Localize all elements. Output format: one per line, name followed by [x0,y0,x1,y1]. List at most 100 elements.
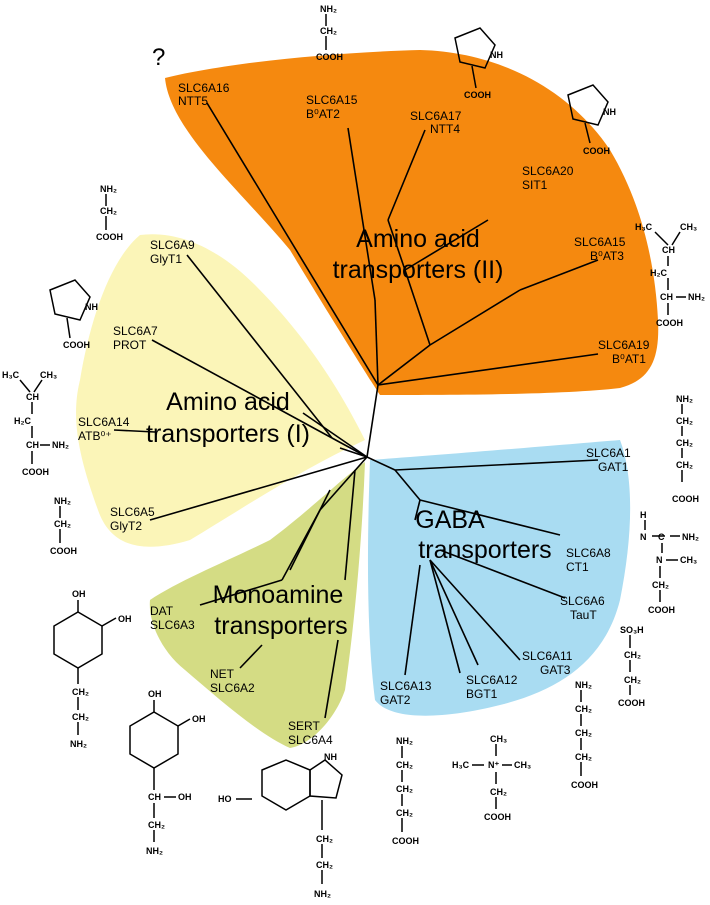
leaf-slc6a13-gene: SLC6A13 [380,679,432,693]
mono-title-line2: transporters [214,612,347,640]
svg-text:COOH: COOH [392,836,419,846]
leaf-slc6a13-alias: GAT2 [380,693,411,707]
svg-text:CH₂: CH₂ [490,787,507,797]
svg-text:CH₂: CH₂ [316,834,333,844]
svg-text:H₃C: H₃C [2,370,20,380]
leaf-slc6a15a-gene: SLC6A15 [306,93,358,107]
glycine-structure-left: NH₂ CH₂ COOH [96,184,123,242]
betaine-structure: CH₃ H₃C N⁺ CH₃ CH₂ COOH [452,734,531,822]
leaf-slc6a12-gene: SLC6A12 [466,673,518,687]
svg-text:COOH: COOH [672,494,699,504]
svg-text:NH: NH [324,752,337,762]
svg-text:CH: CH [26,392,39,402]
leaf-slc6a19-gene: SLC6A19 [598,338,650,352]
leaf-slc6a11-alias: GAT3 [540,663,571,677]
svg-text:H₃C: H₃C [452,760,470,770]
svg-text:CH₂: CH₂ [72,687,89,697]
leaf-slc6a1-alias: GAT1 [598,460,629,474]
svg-text:SO₃H: SO₃H [620,625,644,635]
svg-text:C: C [658,532,665,542]
leaf-net-gene: NET [210,667,235,681]
aa1-title-line2: transporters (I) [146,420,310,448]
leaf-slc6a15a-alias: B⁰AT2 [306,107,340,121]
svg-text:CH₂: CH₂ [396,784,413,794]
gaba-structure-lower: NH₂ CH₂ CH₂ CH₂ COOH [571,680,598,790]
leaf-slc6a5-alias: GlyT2 [110,519,142,533]
leaf-slc6a20-gene: SLC6A20 [522,164,574,178]
svg-text:CH₂: CH₂ [676,460,693,470]
svg-text:NH₂: NH₂ [52,440,69,450]
svg-text:CH₂: CH₂ [575,704,592,714]
leaf-slc6a6-alias: TauT [570,608,597,622]
svg-text:NH₂: NH₂ [100,184,117,194]
svg-text:CH₂: CH₂ [396,760,413,770]
leaf-slc6a9-gene: SLC6A9 [150,238,195,252]
leaf-slc6a8-alias: CT1 [566,560,589,574]
creatine-structure: H N C NH₂ N CH₃ CH₂ COOH [640,510,699,615]
svg-text:CH₂: CH₂ [676,438,693,448]
svg-text:CH: CH [660,292,673,302]
leaf-dat-alias: SLC6A3 [150,618,195,632]
svg-text:NH₂: NH₂ [70,739,87,749]
svg-text:CH₂: CH₂ [54,519,71,529]
glycine-structure-top: NH₂ CH₂ COOH [316,4,343,62]
svg-text:CH₂: CH₂ [396,808,413,818]
aa2-title: Amino acid transporters (II) [333,225,504,284]
leaf-sert-gene: SERT [288,719,320,733]
svg-text:CH: CH [26,440,39,450]
svg-text:COOH: COOH [484,812,511,822]
svg-text:H₂C: H₂C [650,268,667,278]
svg-text:COOH: COOH [648,605,675,615]
leaf-slc6a15b-gene: SLC6A15 [574,235,626,249]
svg-text:NH₂: NH₂ [575,680,592,690]
leaf-slc6a7-gene: SLC6A7 [113,324,158,338]
svg-text:NH₂: NH₂ [54,496,71,506]
leaf-slc6a19-alias: B⁰AT1 [612,352,646,366]
glycine-structure-left-lower: NH₂ CH₂ COOH [50,496,77,556]
leaf-sert-alias: SLC6A4 [288,733,333,747]
leaf-slc6a16-gene: SLC6A16 [178,81,230,95]
leaf-slc6a5-gene: SLC6A5 [110,505,155,519]
gaba-region [367,440,631,716]
svg-text:NH: NH [490,50,503,60]
svg-text:CH₃: CH₃ [680,555,697,565]
proline-structure-1: NH COOH [454,27,503,100]
gaba-title-line2: transporters [418,536,551,564]
svg-text:OH: OH [148,689,162,699]
mono-title-line1: Monoamine [213,581,344,609]
svg-text:COOH: COOH [583,146,610,156]
leaf-slc6a8-gene: SLC6A8 [566,546,611,560]
mono-region [149,462,365,748]
svg-text:CH₂: CH₂ [100,206,117,216]
svg-text:CH₃: CH₃ [40,370,57,380]
proline-structure-2: NH COOH [567,84,616,156]
tree-branches [113,102,599,719]
svg-text:COOH: COOH [22,467,49,477]
svg-text:H₃C: H₃C [635,222,653,232]
leaf-slc6a11-gene: SLC6A11 [522,649,573,663]
svg-text:CH₂: CH₂ [148,820,165,830]
leaf-slc6a16-alias: NTT5 [178,94,208,108]
svg-text:NH: NH [603,107,616,117]
leaf-slc6a14-alias: ATB⁰⁺ [78,429,112,443]
leaf-labels: SLC6A16 NTT5 SLC6A15 B⁰AT2 SLC6A17 NTT4 … [78,81,650,747]
leaf-slc6a17-gene: SLC6A17 [410,109,462,123]
svg-text:COOH: COOH [96,232,123,242]
leucine-structure-left: H₃C CH₃ CH H₂C CH NH₂ COOH [2,370,69,477]
aa2-title-line2: transporters (II) [333,256,504,284]
svg-text:CH: CH [148,792,161,802]
svg-text:OH: OH [178,792,192,802]
svg-text:COOH: COOH [571,780,598,790]
svg-text:N: N [640,532,647,542]
svg-text:OH: OH [192,714,206,724]
svg-text:OH: OH [72,589,86,599]
svg-text:CH₃: CH₃ [490,734,507,744]
dopamine-structure: OH OH CH₂ CH₂ NH₂ [53,589,132,749]
svg-text:CH₂: CH₂ [575,728,592,738]
mono-title: Monoamine transporters [213,581,348,640]
svg-text:COOH: COOH [63,340,90,350]
svg-text:COOH: COOH [316,52,343,62]
leaf-slc6a1-gene: SLC6A1 [586,446,631,460]
svg-text:N⁺: N⁺ [488,760,499,770]
question-mark: ? [152,44,165,71]
